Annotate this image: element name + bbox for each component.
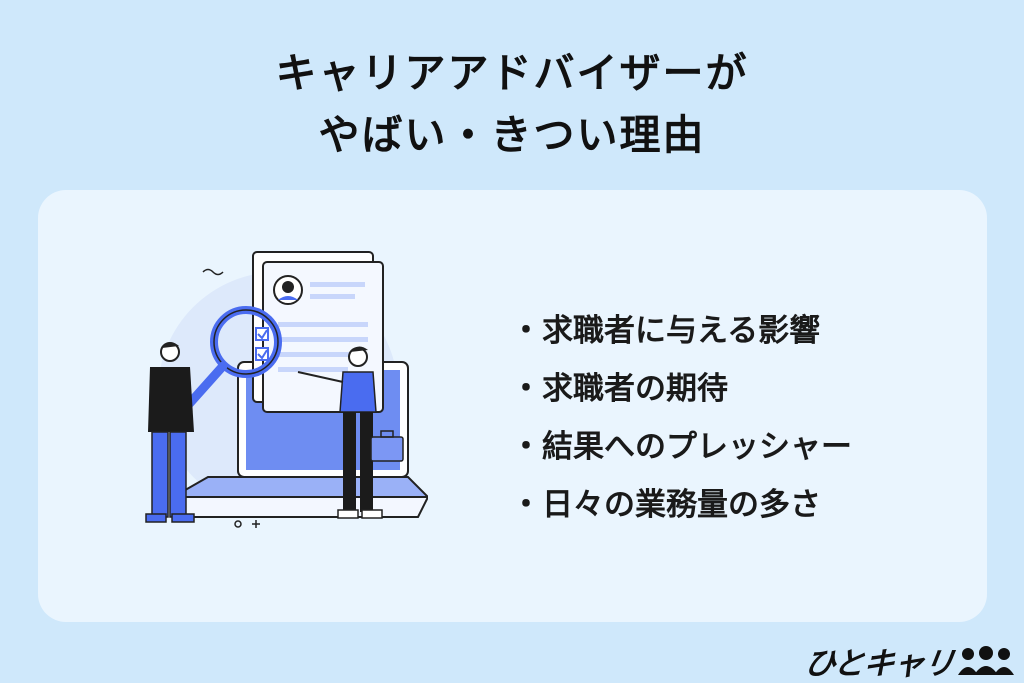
list-item: ・結果へのプレッシャー <box>510 429 853 465</box>
page-title: キャリアアドバイザーが やばい・きつい理由 <box>0 42 1024 166</box>
briefcase-icon <box>370 430 404 462</box>
reasons-list: ・求職者に与える影響 ・求職者の期待 ・結果へのプレッシャー ・日々の業務量の多… <box>510 302 853 534</box>
list-item: ・求職者に与える影響 <box>510 313 821 349</box>
resume-review-illustration <box>145 251 428 528</box>
man-figure <box>145 342 195 523</box>
brand-name: ひとキャリ <box>802 645 957 681</box>
woman-figure <box>297 346 383 519</box>
list-item: ・日々の業務量の多さ <box>510 487 822 523</box>
content-card: ・求職者に与える影響 ・求職者の期待 ・結果へのプレッシャー ・日々の業務量の多… <box>38 190 987 622</box>
brand-logo: ひとキャリ <box>802 643 1014 681</box>
checkbox-icon <box>255 327 269 361</box>
people-logo-icon <box>958 646 1014 675</box>
list-item: ・求職者の期待 <box>510 371 729 407</box>
sparkle-decoration <box>202 268 224 276</box>
resume-document-icon <box>252 251 384 413</box>
title-line-2: やばい・きつい理由 <box>318 111 706 159</box>
title-line-1: キャリアアドバイザーが <box>275 49 749 97</box>
